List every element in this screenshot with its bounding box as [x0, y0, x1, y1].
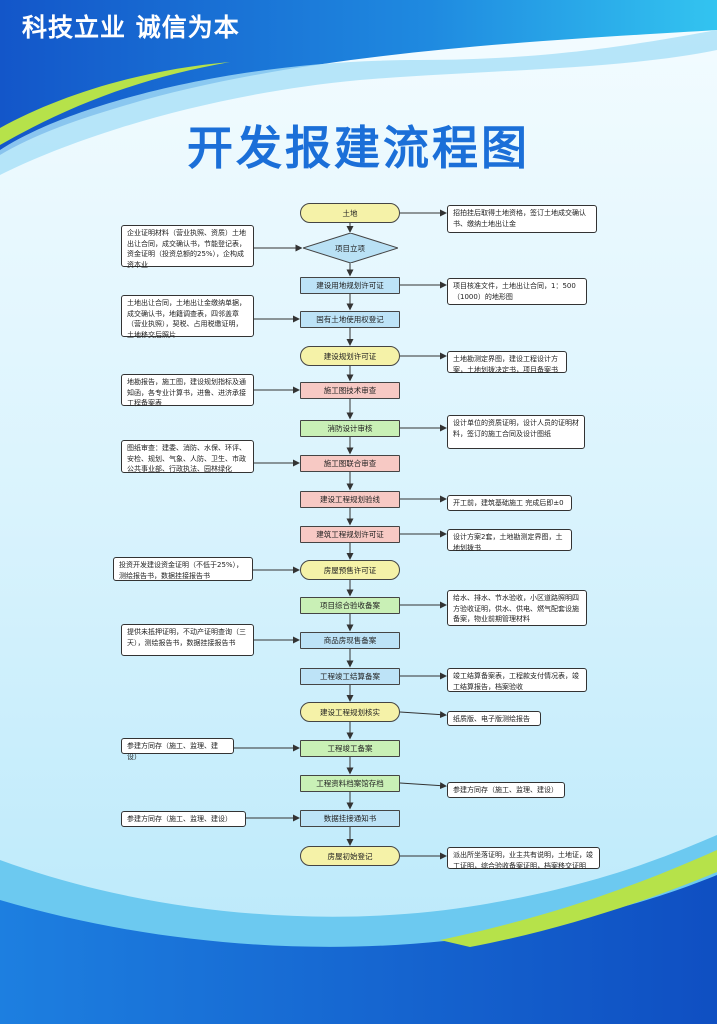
flow-node-12: 项目综合验收备案 [300, 596, 400, 614]
note-right-r5: 开工前，建筑基础施工 完成后即±0 [447, 495, 572, 511]
flow-node-label: 工程竣工结算备案 [320, 671, 380, 681]
note-left-l8: 参建方同存（施工、监理、建设） [121, 811, 246, 827]
flow-node-label: 建设工程规划核实 [320, 707, 380, 717]
flow-node-9: 建设工程规划验线 [300, 490, 400, 508]
note-right-r9: 纸质版、电子版测绘报告 [447, 711, 541, 726]
flow-node-label: 工程竣工备案 [327, 743, 373, 753]
flow-node-15: 建设工程规划核实 [300, 702, 400, 722]
flow-node-label: 房屋初始登记 [327, 851, 373, 861]
flow-node-19: 房屋初始登记 [300, 846, 400, 866]
note-right-r10: 参建方同存（施工、监理、建设） [447, 782, 565, 798]
flow-node-label: 施工图联合审查 [323, 458, 377, 468]
flow-node-label: 建筑工程规划许可证 [316, 529, 384, 539]
note-right-r11: 派出所坐落证明，业主共有说明，土地证，竣工证明，综合验收备案证明，档案移交证明 [447, 847, 600, 870]
note-right-r6: 设计方案2套，土地勘测定界图，土地划拨书 [447, 529, 572, 552]
note-right-r8: 竣工结算备案表，工程款支付情况表，竣工结算报告，档案验收 [447, 668, 587, 692]
note-left-l7: 参建方同存（施工、监理、建设） [121, 738, 234, 761]
flow-node-label: 数据挂接通知书 [323, 813, 377, 823]
flow-node-label: 施工图技术审查 [323, 385, 377, 395]
flow-node-1: 土地 [300, 203, 400, 223]
flow-node-3: 建设用地规划许可证 [300, 276, 400, 294]
flow-node-label: 项目综合验收备案 [320, 600, 380, 610]
flow-node-7: 消防设计审核 [300, 419, 400, 437]
flow-node-14: 工程竣工结算备案 [300, 667, 400, 685]
flow-node-label: 商品房现售备案 [323, 635, 377, 645]
note-left-l3: 地勘报告，施工图，建设规划指标及通知函，各专业计算书，进鲁、进济承接工程备案表 [121, 374, 254, 407]
flow-node-label: 建设用地规划许可证 [316, 280, 384, 290]
flow-node-13: 商品房现售备案 [300, 631, 400, 649]
flow-node-16: 工程竣工备案 [300, 739, 400, 757]
page-title: 开发报建流程图 [187, 121, 530, 175]
flow-node-10: 建筑工程规划许可证 [300, 525, 400, 543]
flow-node-18: 数据挂接通知书 [300, 809, 400, 827]
note-left-l4: 图纸审查：建委、消防、水保、环评、安检、规划、气象、人防、卫生、市政公共事业部、… [121, 440, 254, 473]
note-right-r1: 招拍挂后取得土地资格，签订土地成交确认书、缴纳土地出让金 [447, 205, 597, 233]
flow-node-label: 消防设计审核 [327, 423, 373, 433]
note-right-r2: 项目核准文件，土地出让合同，1：500（1000）的地形图 [447, 278, 587, 305]
note-right-r7: 给水、排水、节水验收，小区道路照明四方验收证明，供水、供电、燃气配套设施备案，物… [447, 590, 587, 626]
flow-node-label: 工程资料档案馆存档 [316, 778, 384, 788]
diamond-shape [302, 233, 398, 263]
flow-node-label: 房屋预售许可证 [323, 565, 377, 575]
note-left-l1: 企业证明材料（营业执照、资质）土地出让合同，成交确认书，节能登记表，资金证明（投… [121, 225, 254, 269]
note-right-r3: 土地勘测定界图，建设工程设计方案，土地划拨决定书，项目备案书 [447, 351, 567, 374]
flow-node-11: 房屋预售许可证 [300, 560, 400, 580]
note-arrow [399, 782, 447, 790]
flow-node-label: 国有土地使用权登记 [316, 314, 384, 324]
flow-node-label: 建设工程规划验线 [320, 494, 380, 504]
flow-node-5: 建设规划许可证 [300, 346, 400, 366]
flow-node-6: 施工图技术审查 [300, 381, 400, 399]
flow-node-8: 施工图联合审查 [300, 454, 400, 472]
flow-node-label: 建设规划许可证 [323, 351, 377, 361]
note-left-l2: 土地出让合同，土地出让金缴纳单据，成交确认书，地籍调查表，四邻盖章（营业执照），… [121, 295, 254, 339]
flow-node-label: 项目立项 [335, 243, 365, 253]
flow-node-4: 国有土地使用权登记 [300, 310, 400, 328]
slogan: 科技立业 诚信为本 [22, 13, 240, 42]
note-arrow [399, 711, 447, 719]
flow-node-label: 土地 [342, 208, 358, 218]
note-left-l5: 投资开发建设资金证明（不低于25%），测绘报告书，数据挂接报告书 [113, 557, 253, 581]
note-left-l6: 提供未抵押证明，不动产证明查询（三天），测绘报告书，数据挂接报告书 [121, 624, 254, 656]
flow-node-17: 工程资料档案馆存档 [300, 774, 400, 792]
note-right-r4: 设计单位的资质证明，设计人员的证明材料，签订的施工合同及设计图纸 [447, 415, 585, 449]
flow-node-2: 项目立项 [302, 233, 398, 263]
